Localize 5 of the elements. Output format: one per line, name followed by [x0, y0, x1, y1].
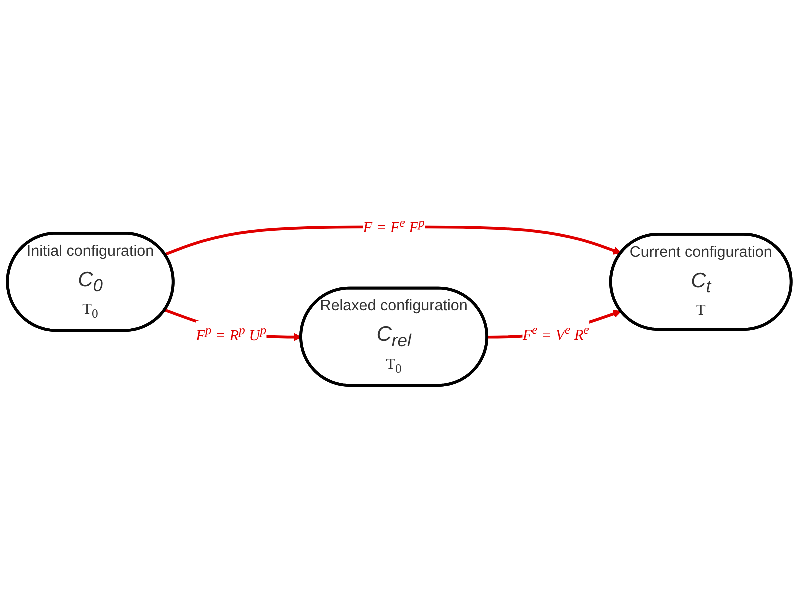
- arrow: [164, 309, 302, 342]
- edge-label: F$^{p}$ = R$^{p}$ U$^{p}$: [196, 324, 267, 345]
- edge-label: F = F$^{e}$ F$^{p}$: [363, 216, 425, 238]
- edge-label: F$^{e}$ = V$^{e}$ R$^{e}$: [522, 323, 590, 344]
- arrow: [164, 226, 622, 256]
